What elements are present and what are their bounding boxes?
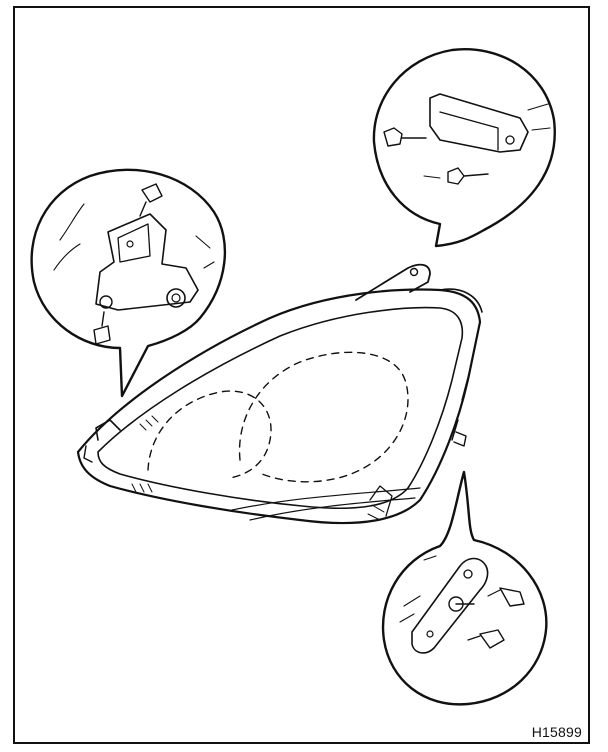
callout-upper-left <box>30 168 227 398</box>
figure-code: H15899 <box>531 724 582 740</box>
callout-upper-right <box>372 48 556 248</box>
callout-lower-right <box>381 470 548 706</box>
headlamp-assembly <box>76 263 483 525</box>
